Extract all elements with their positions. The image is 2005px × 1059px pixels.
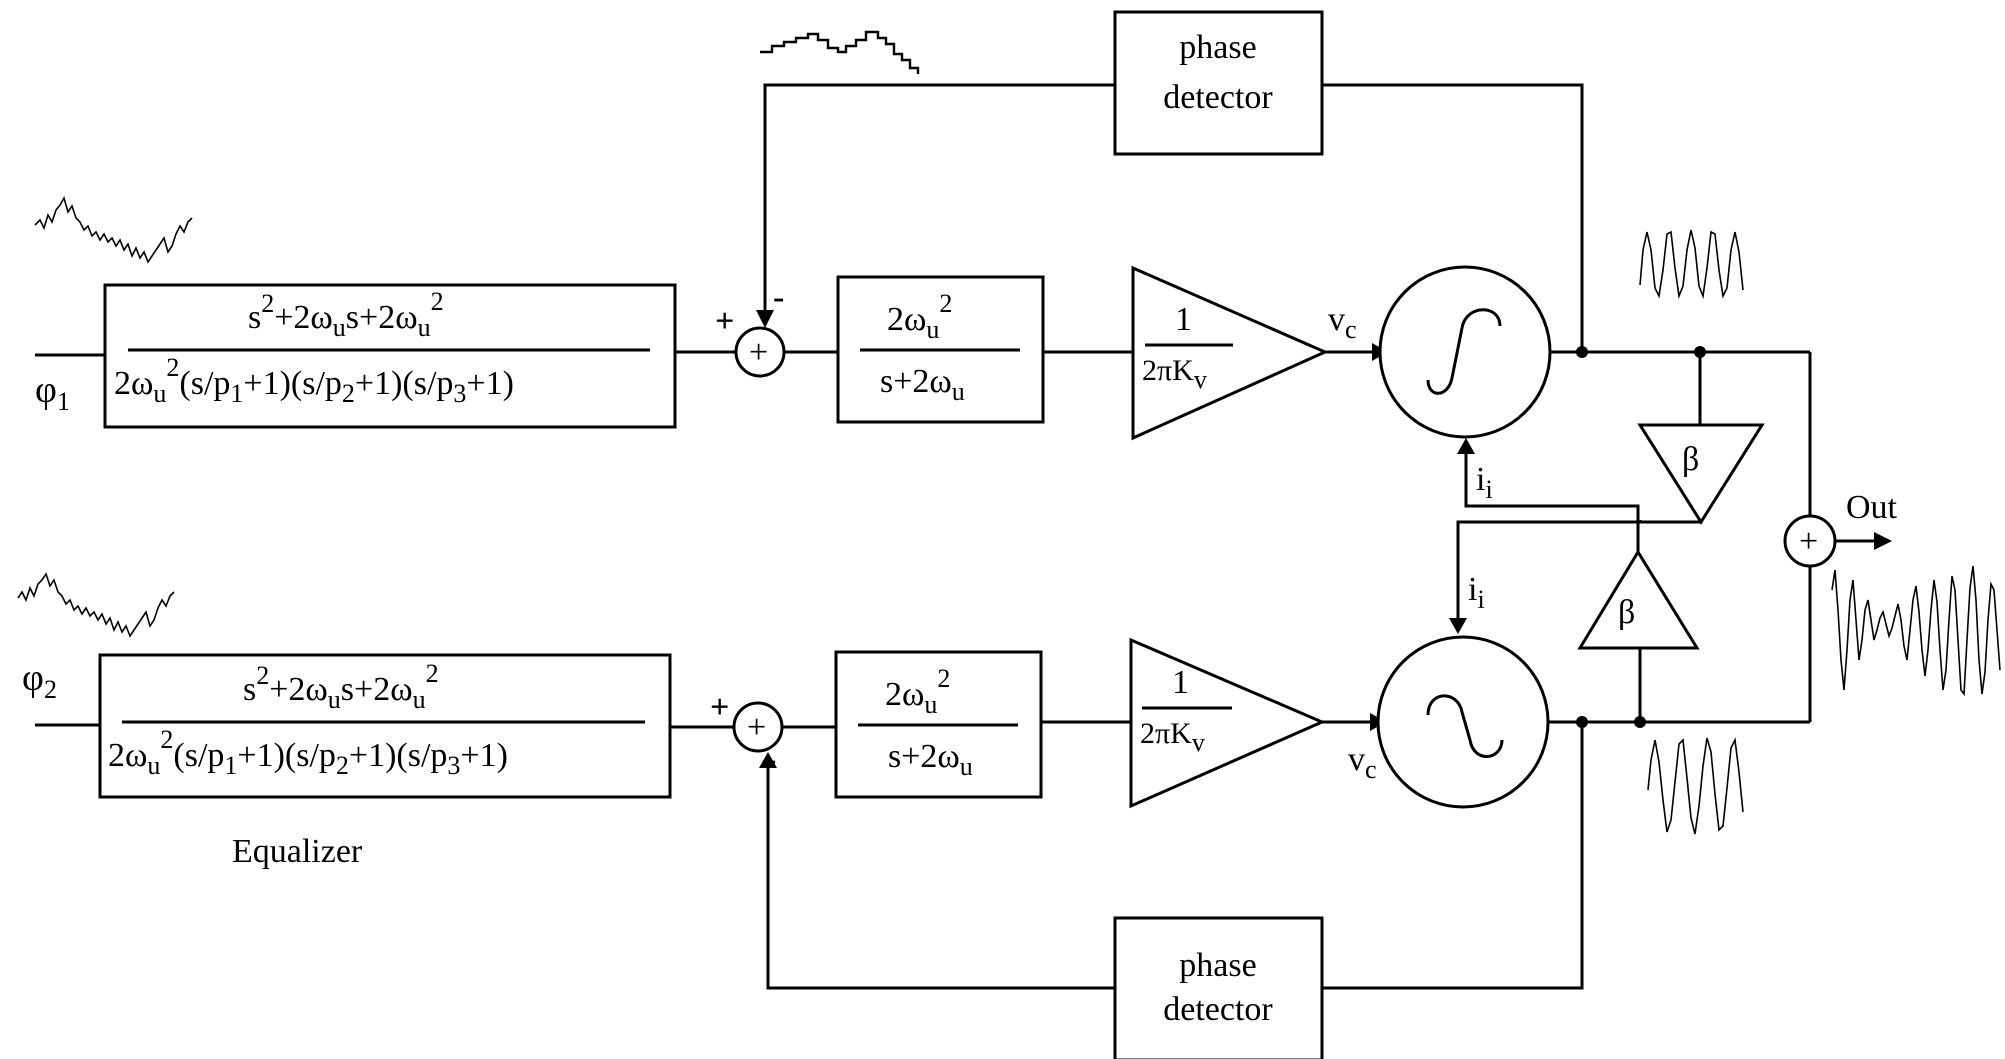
amp-numerator-top: 1 bbox=[1175, 301, 1192, 338]
phi1-label: φ1 bbox=[35, 369, 70, 416]
equalizer-box-bottom bbox=[98, 653, 672, 799]
feedback-arrow-bottom bbox=[759, 752, 777, 768]
oscillation-waveform-bottom bbox=[1647, 737, 1744, 835]
phase-error-staircase-top bbox=[760, 30, 920, 74]
summing-symbol-top: + bbox=[749, 334, 768, 371]
bottom-path: φ2 s2+2ωus+2ωu2 2ωu2(s/p1+1)(s/p2+1)(s/p… bbox=[17, 572, 1810, 1059]
junction-dot-bottom-2 bbox=[1634, 716, 1646, 728]
loop-filter-denominator-top: s+2ωu bbox=[880, 363, 965, 406]
phase-detector-top bbox=[1113, 10, 1324, 156]
output-combiner: + Out bbox=[1783, 352, 2001, 722]
coupling-to-top-vco-line bbox=[1464, 446, 1640, 520]
vco-gain-amplifier-bottom bbox=[1129, 637, 1326, 809]
beta-coupler-top bbox=[1637, 423, 1765, 525]
feedback-arrow-top bbox=[756, 310, 774, 328]
amp-denominator-bottom: 2πKv bbox=[1140, 717, 1205, 757]
feedback-line-top bbox=[763, 83, 1115, 318]
vco-oscillator-bottom bbox=[1376, 635, 1550, 809]
ii-label-bottom: ii bbox=[1468, 571, 1485, 614]
output-label: Out bbox=[1846, 489, 1898, 526]
coupling-to-bottom-vco-line bbox=[1456, 520, 1640, 626]
amp-numerator-bottom: 1 bbox=[1172, 664, 1189, 701]
vc-label-bottom: vc bbox=[1348, 741, 1377, 784]
amp-denominator-top: 2πKv bbox=[1142, 354, 1207, 394]
phase-detector-line1-bottom: phase bbox=[1179, 947, 1256, 984]
beta-label-bottom: β bbox=[1618, 594, 1635, 631]
beta-top-output-line bbox=[1638, 520, 1701, 524]
phase-detector-bottom bbox=[1113, 916, 1324, 1059]
vco-oscillator-top bbox=[1378, 265, 1552, 439]
phase-detector-line2-top: detector bbox=[1163, 79, 1273, 116]
coupling-network: β ii β ii bbox=[1449, 352, 1765, 720]
sine-icon-bottom bbox=[1426, 694, 1504, 758]
phi1-symbol: φ bbox=[35, 369, 57, 411]
phase-detector-line1-top: phase bbox=[1179, 29, 1256, 66]
phase-detector-line2-bottom: detector bbox=[1163, 991, 1273, 1028]
phi2-label: φ2 bbox=[22, 657, 57, 704]
equalizer-numerator-bottom: s2+2ωus+2ωu2 bbox=[243, 659, 439, 714]
sum-plus-label-top: + bbox=[715, 303, 734, 340]
sine-icon-top bbox=[1426, 308, 1502, 395]
vco-to-phase-detector-line-top bbox=[1322, 83, 1584, 352]
loop-filter-numerator-top: 2ωu2 bbox=[887, 289, 952, 344]
output-arrow bbox=[1874, 532, 1892, 550]
ii-label-top: ii bbox=[1476, 461, 1493, 504]
equalizer-denominator-bottom: 2ωu2(s/p1+1)(s/p2+1)(s/p3+1) bbox=[108, 725, 508, 780]
summing-symbol-bottom: + bbox=[747, 709, 766, 746]
vco-gain-amplifier-top bbox=[1131, 265, 1329, 441]
feedback-line-bottom bbox=[766, 762, 1115, 990]
loop-filter-denominator-bottom: s+2ωu bbox=[888, 738, 973, 781]
sum-plus-label-bottom: + bbox=[710, 689, 729, 726]
vco-to-phase-detector-line-bottom bbox=[1322, 722, 1584, 990]
phi2-symbol: φ bbox=[22, 657, 44, 699]
injection-arrow-top bbox=[1457, 438, 1475, 454]
equalizer-denominator-top: 2ωu2(s/p1+1)(s/p2+1)(s/p3+1) bbox=[114, 353, 514, 408]
phi2-subscript: 2 bbox=[44, 675, 57, 704]
equalizer-box-top bbox=[103, 283, 677, 429]
beta-label-top: β bbox=[1682, 441, 1699, 478]
loop-filter-numerator-bottom: 2ωu2 bbox=[885, 664, 950, 719]
top-path: φ1 s2+2ωus+2ωu2 2ωu2(s/p1+1)(s/p2+1)(s/p… bbox=[34, 10, 1810, 441]
phi1-subscript: 1 bbox=[57, 387, 70, 416]
vc-label-top: vc bbox=[1328, 301, 1357, 344]
equalizer-numerator-top: s2+2ωus+2ωu2 bbox=[248, 287, 444, 342]
sum-minus-label-top: - bbox=[773, 279, 784, 316]
oscillation-waveform-top bbox=[1639, 229, 1744, 300]
injection-arrow-bottom bbox=[1449, 618, 1467, 634]
output-sum-symbol: + bbox=[1799, 523, 1818, 560]
beta-coupler-bottom bbox=[1577, 549, 1700, 650]
phi2-noise-waveform bbox=[17, 572, 175, 638]
phi1-noise-waveform bbox=[34, 195, 193, 264]
equalizer-label: Equalizer bbox=[232, 833, 363, 870]
output-beat-waveform bbox=[1831, 565, 2001, 697]
